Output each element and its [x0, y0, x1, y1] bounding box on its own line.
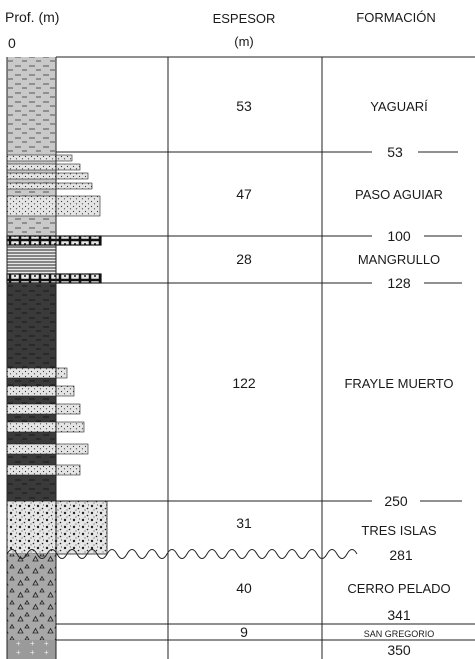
lithology-column [7, 57, 107, 659]
lithology-cerro-pelado [7, 554, 56, 624]
depth-axis-zero: 0 [8, 35, 16, 51]
formation-yaguari: YAGUARÍ [370, 99, 428, 114]
lithology-basement [7, 640, 56, 659]
depth-128: 128 [387, 275, 411, 291]
depth-axis-label: Prof. (m) [5, 9, 59, 25]
sand-lens [7, 422, 84, 432]
thickness-header: ESPESOR [213, 11, 276, 26]
thickness-frayle-muerto: 122 [232, 375, 256, 391]
depth-341: 341 [387, 607, 411, 623]
depth-250: 250 [384, 493, 408, 509]
thickness-unit: (m) [234, 34, 254, 49]
formation-header: FORMACIÓN [356, 10, 435, 25]
thickness-values: 53 47 28 122 31 40 9 [232, 98, 256, 640]
formation-cerro-pelado: CERRO PELADO [347, 581, 450, 596]
sand-lens [7, 386, 74, 396]
thickness-cerro-pelado: 40 [236, 580, 252, 596]
thickness-san-gregorio: 9 [240, 624, 248, 640]
thickness-mangrullo: 28 [236, 251, 252, 267]
depth-100: 100 [387, 228, 411, 244]
limestone-bed-lower [7, 274, 101, 283]
formation-san-gregorio: SAN GREGORIO [364, 629, 435, 639]
thickness-paso-aguiar: 47 [236, 186, 252, 202]
limestone-bed-upper [7, 236, 101, 245]
formation-tres-islas: TRES ISLAS [361, 523, 436, 538]
sand-lens [7, 164, 80, 170]
sand-lens [7, 196, 100, 216]
lithology-san-gregorio [7, 624, 56, 640]
table-grid [56, 57, 475, 659]
lithology-yaguari [7, 57, 56, 152]
thickness-tres-islas: 31 [236, 515, 252, 531]
depth-281: 281 [389, 547, 413, 563]
sand-lens [7, 444, 88, 454]
depth-53: 53 [387, 144, 403, 160]
depth-350: 350 [387, 642, 411, 658]
sand-lens [7, 368, 67, 378]
formation-paso-aguiar: PASO AGUIAR [355, 187, 443, 202]
lithology-tres-islas [7, 501, 107, 554]
formation-mangrullo: MANGRULLO [358, 252, 440, 267]
sand-lens [7, 155, 72, 161]
sand-lens [7, 183, 92, 189]
sand-lens [7, 465, 80, 475]
formation-frayle-muerto: FRAYLE MUERTO [344, 376, 453, 391]
sand-lens [7, 404, 80, 414]
thickness-yaguari: 53 [236, 98, 252, 114]
sand-lens [7, 173, 88, 179]
